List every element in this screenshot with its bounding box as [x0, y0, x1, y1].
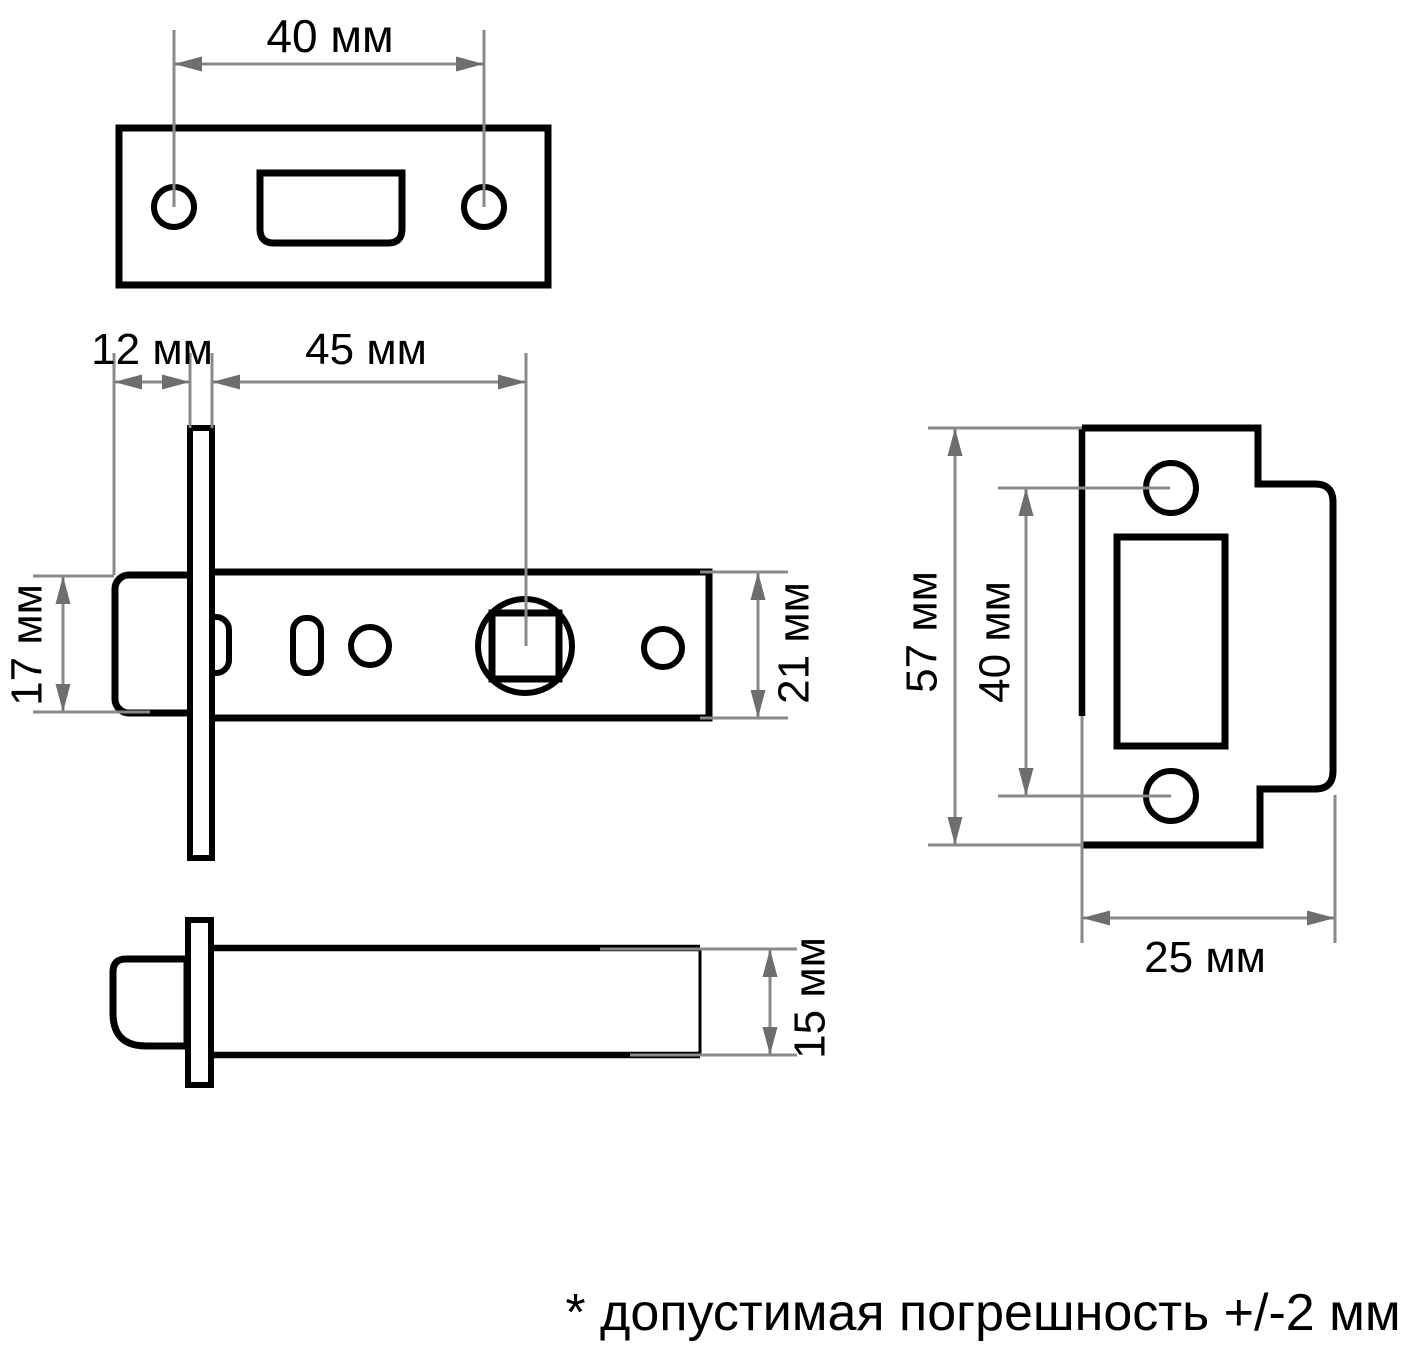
dim-strike-width: 25 мм — [1082, 795, 1337, 982]
body-small-hole-left — [348, 624, 392, 668]
arrowhead-bottom — [947, 817, 963, 845]
strike-plate-outline — [1082, 424, 1337, 849]
dim-bolt-protrusion: 12 мм — [91, 325, 213, 575]
arrowhead-left — [114, 374, 142, 390]
faceplate-edge-side — [187, 425, 215, 861]
dim-label-strike-width: 25 мм — [1144, 933, 1266, 982]
arrowhead-bottom — [750, 690, 766, 718]
arrowhead-right — [456, 56, 484, 72]
latch-body-top-view: 15 мм — [109, 917, 835, 1088]
arrowhead-left — [174, 56, 202, 72]
dim-label-strike-hole-spacing: 40 мм — [971, 581, 1020, 703]
dim-body-height: 21 мм — [700, 570, 819, 720]
dim-faceplate-hole-spacing: 40 мм — [172, 10, 486, 207]
faceplate-front-view: 40 мм — [115, 10, 552, 289]
dim-label-strike-height: 57 мм — [898, 571, 947, 693]
arrowhead-top — [1018, 488, 1034, 516]
arrowhead-right — [1307, 910, 1335, 926]
arrowhead-bottom — [762, 1027, 778, 1055]
dim-label-body-height: 21 мм — [770, 582, 819, 704]
arrowhead-left — [212, 374, 240, 390]
strike-plate-view: 57 мм 40 мм 25 мм — [898, 424, 1337, 982]
dim-label-backset: 45 мм — [305, 325, 427, 374]
dim-strike-height: 57 мм — [898, 426, 1082, 847]
latch-body-top-fill — [209, 948, 700, 1055]
arrowhead-bottom — [55, 684, 71, 712]
arrowhead-top — [750, 572, 766, 600]
latch-body-side — [201, 568, 713, 722]
faceplate-latch-opening — [256, 169, 406, 247]
strike-plate-fill — [1082, 428, 1333, 845]
dim-label-thickness: 15 мм — [786, 937, 835, 1059]
arrowhead-left — [1082, 910, 1110, 926]
arrowhead-right — [162, 374, 190, 390]
body-slot — [290, 615, 324, 676]
latch-bolt-top — [109, 955, 191, 1050]
dim-label-bolt-height: 17 мм — [3, 584, 52, 706]
arrowhead-top — [762, 949, 778, 977]
arrowhead-top — [947, 428, 963, 456]
faceplate-edge-top — [185, 917, 214, 1088]
tolerance-note: * допустимая погрешность +/-2 мм — [565, 1284, 1400, 1342]
latch-body-side-view: 12 мм 45 мм 17 мм 21 мм — [3, 325, 819, 861]
arrowhead-bottom — [1018, 768, 1034, 796]
dim-label-bolt-protrusion: 12 мм — [91, 325, 213, 374]
arrowhead-right — [498, 374, 526, 390]
dim-bolt-height: 17 мм — [3, 574, 150, 714]
dim-strike-hole-spacing: 40 мм — [971, 486, 1171, 798]
arrowhead-top — [55, 576, 71, 604]
body-small-hole-right — [641, 626, 685, 670]
strike-latch-opening — [1113, 533, 1229, 750]
dim-backset: 45 мм — [210, 325, 528, 646]
dim-body-thickness: 15 мм — [600, 937, 835, 1059]
dim-label-hole-spacing: 40 мм — [266, 10, 393, 62]
